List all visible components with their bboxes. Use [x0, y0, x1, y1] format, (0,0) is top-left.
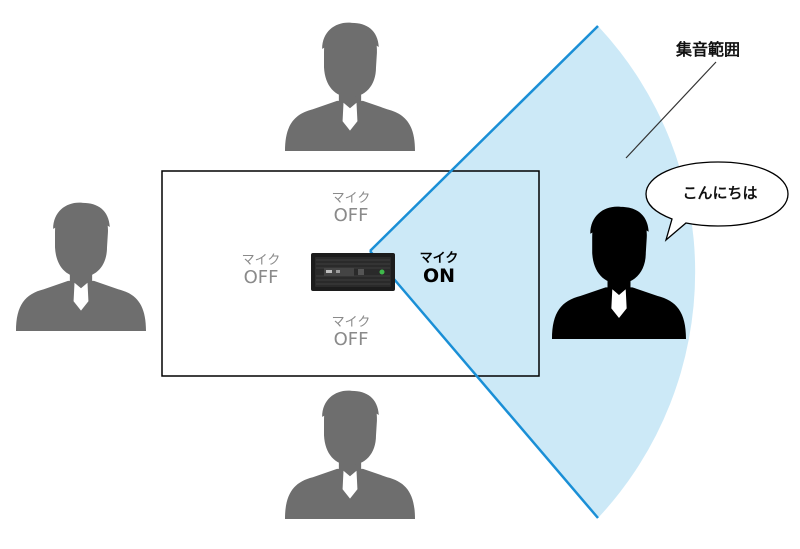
mic-label-bottom-state: OFF: [333, 329, 369, 350]
pickup-range-edge-top: [369, 25, 599, 252]
mic-label-right-small: マイク: [419, 251, 459, 266]
mic-label-top: マイク OFF: [321, 192, 381, 225]
person-left: [16, 202, 146, 331]
mic-label-top-state: OFF: [333, 205, 369, 226]
mic-label-left-state: OFF: [243, 267, 279, 288]
mic-label-right: マイク ON: [409, 252, 469, 286]
microphone-device: [311, 253, 395, 291]
mic-label-top-small: マイク: [331, 191, 371, 206]
speech-bubble: [645, 161, 789, 242]
pickup-range-area: [370, 26, 696, 518]
mic-label-left: マイク OFF: [231, 254, 291, 287]
mic-label-bottom: マイク OFF: [321, 316, 381, 349]
pickup-range-edge-bottom: [369, 250, 599, 519]
range-label-leader: [625, 61, 717, 159]
speech-bubble-text: こんにちは: [682, 184, 758, 202]
mic-label-bottom-small: マイク: [331, 315, 371, 330]
person-bottom: [285, 390, 415, 519]
mic-label-left-small: マイク: [241, 253, 281, 268]
table: [161, 170, 540, 377]
person-top: [285, 22, 415, 151]
pickup-range-label: 集音範囲: [676, 40, 741, 59]
mic-label-right-state: ON: [422, 265, 456, 287]
